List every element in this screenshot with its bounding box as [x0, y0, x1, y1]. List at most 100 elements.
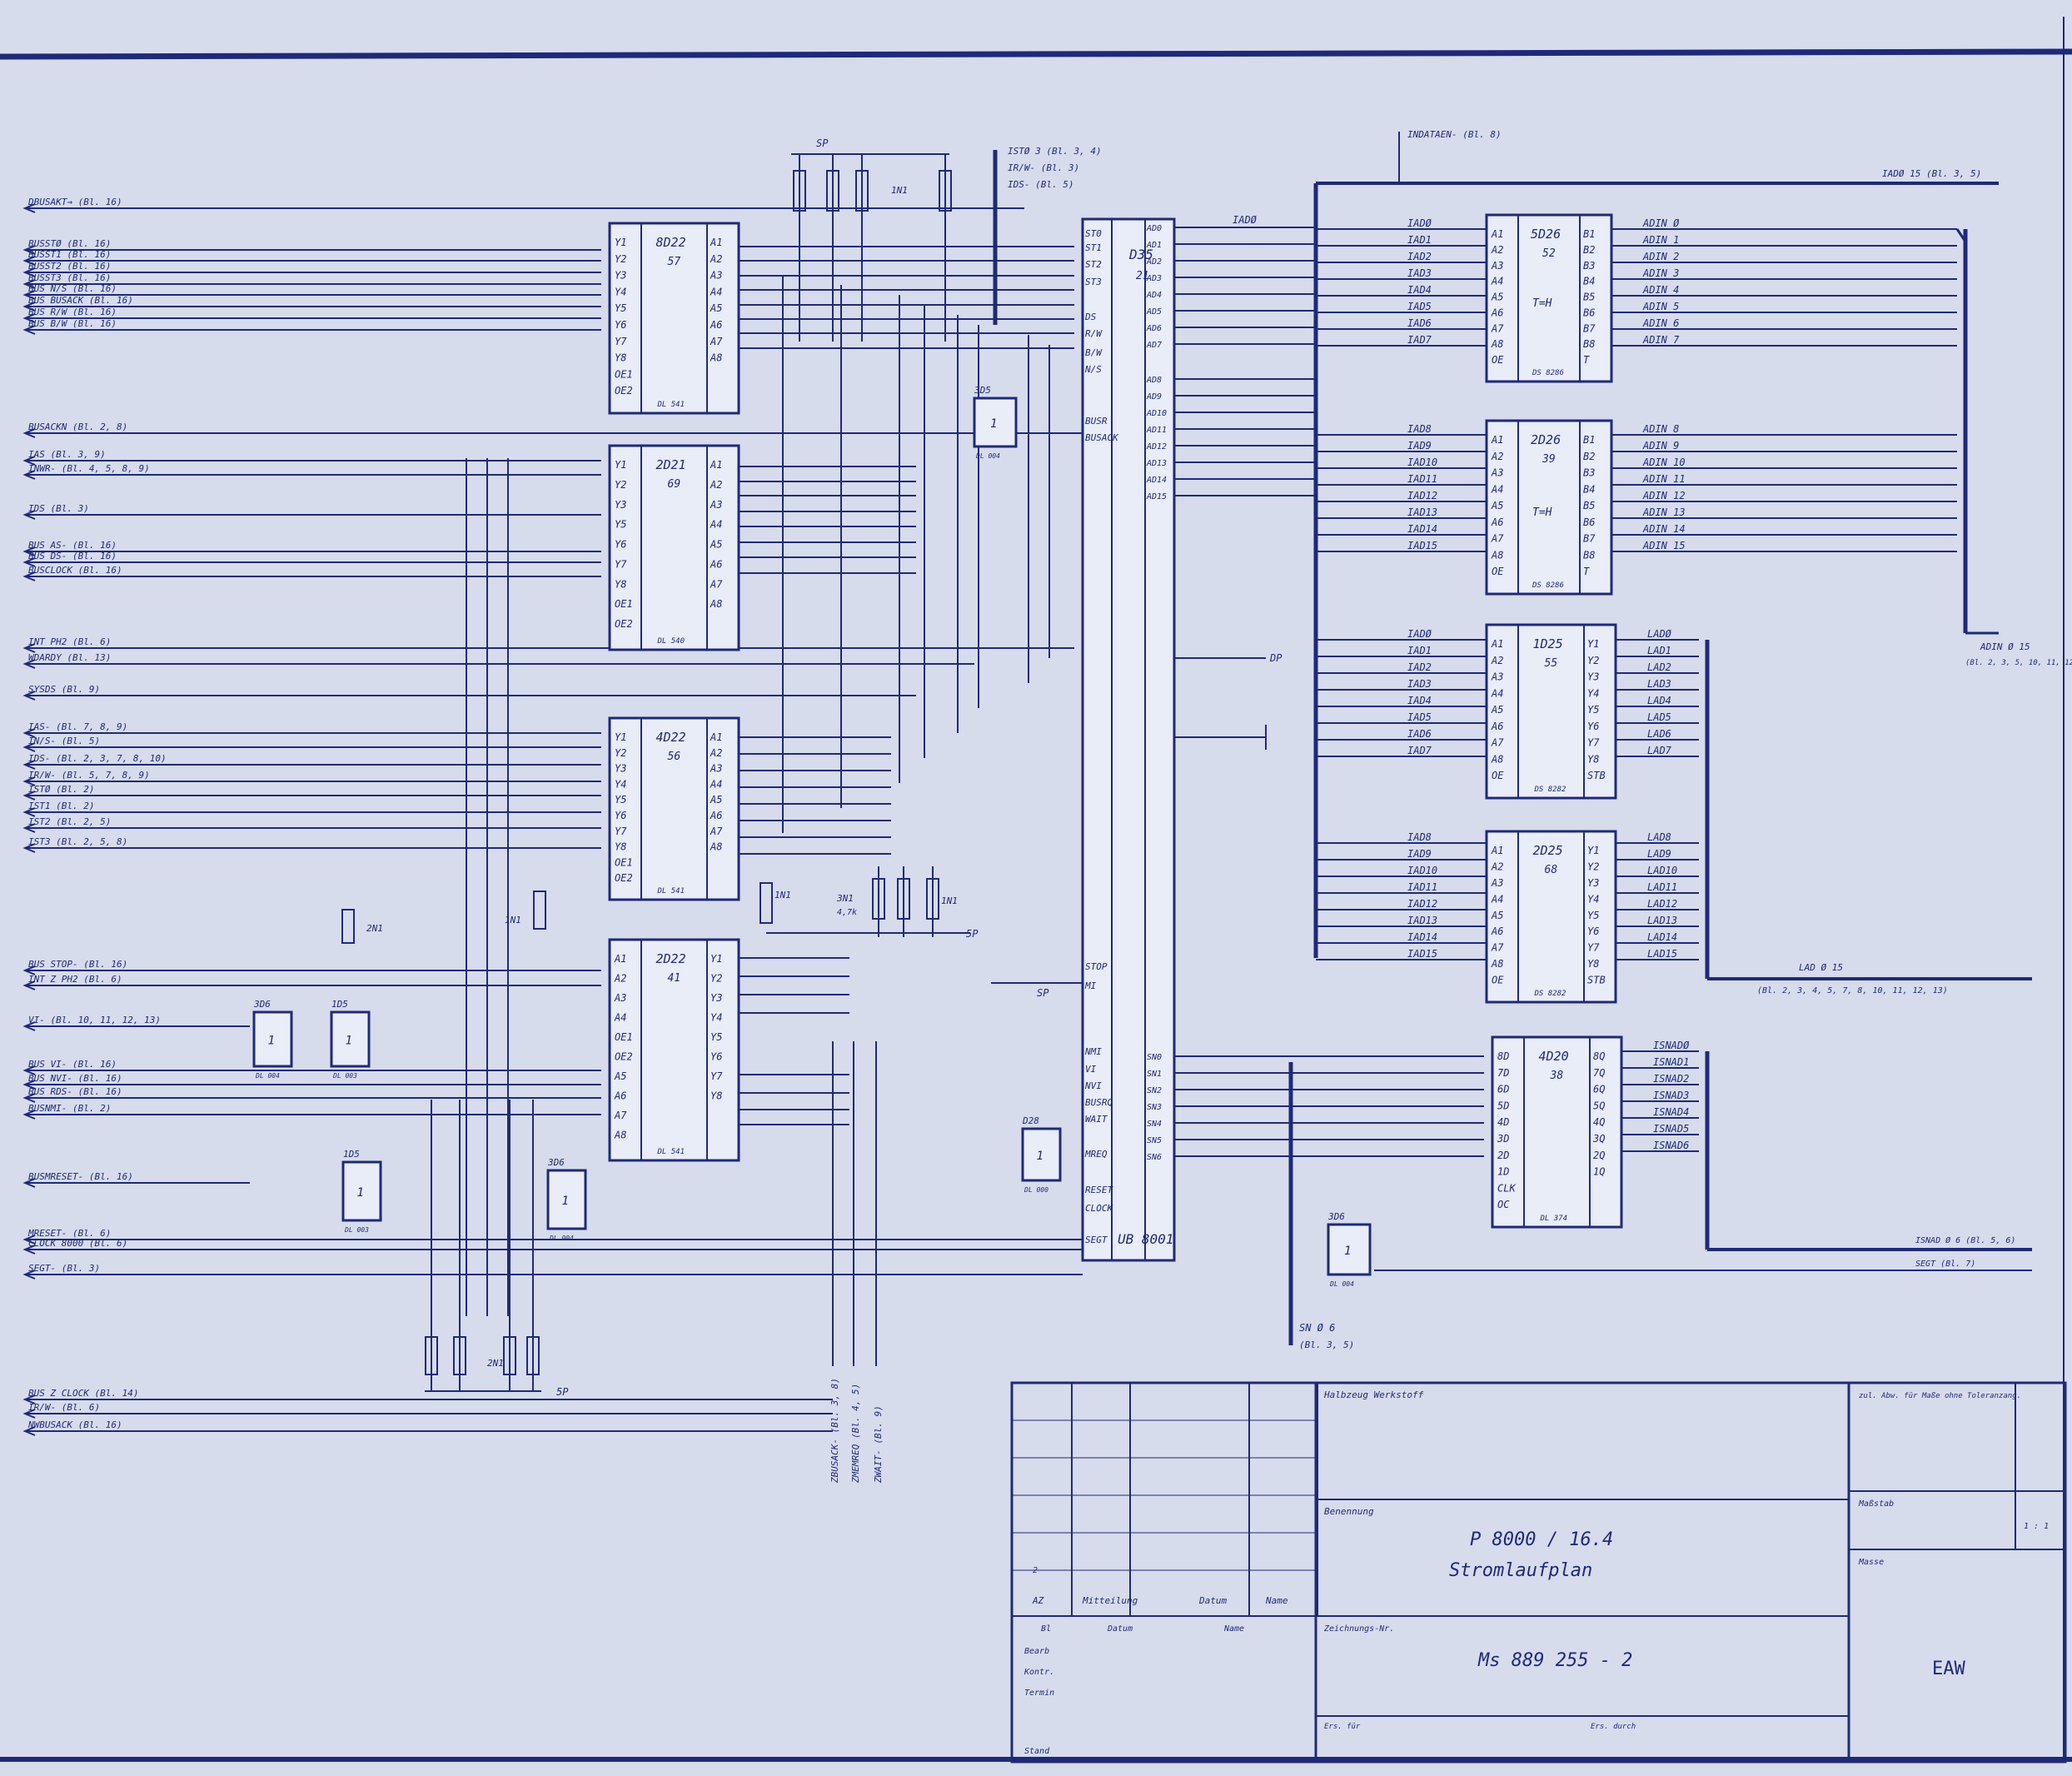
right-signal-label: ISNAD1 [1653, 1056, 1689, 1068]
left-signal-label: BUS BUSACK (Bl. 16) [28, 295, 133, 306]
sp-label: SP [816, 137, 829, 149]
ic-pin-label: A8 [710, 841, 722, 853]
ic-pin-label: Y2 [1587, 655, 1599, 666]
ic-pin-label: A2 [710, 253, 722, 265]
ic-pin-label: STB [1587, 770, 1606, 781]
gate-type: DL 003 [344, 1226, 369, 1234]
left-signal-label: IDS (Bl. 3) [28, 503, 89, 514]
right-signal-label: ISNAD2 [1653, 1073, 1689, 1085]
ic-pin-label: A4 [710, 286, 722, 297]
right-signal-label: ISNAD4 [1653, 1106, 1689, 1118]
iad-label: IADØ [1407, 217, 1432, 229]
ic-pin-label: A2 [1491, 244, 1503, 256]
cpu-pin-label: AD5 [1146, 307, 1162, 317]
cpu-ub8001 [1081, 217, 1176, 1262]
ic-pin-label: Y4 [1587, 893, 1599, 905]
cpu-pin-label: MREQ [1084, 1149, 1108, 1160]
ic-pin-label: Y7 [615, 336, 627, 347]
ic-pin-label: OE [1492, 975, 1504, 986]
signal-arrow-icon [22, 571, 36, 581]
signal-arrow-icon [22, 245, 36, 255]
cpu-pin-label: DS [1084, 312, 1097, 322]
ic-pin-label: Y6 [615, 539, 626, 551]
logic-gate [330, 1010, 371, 1068]
left-signal-label: BUS R/W (Bl. 16) [28, 307, 117, 317]
logic-gate [973, 397, 1018, 448]
ic-type: DL 374 [1540, 1215, 1568, 1223]
cpu-pin-label: AD13 [1146, 459, 1167, 468]
ic-pin-label: Y5 [615, 794, 626, 806]
signal-arrow-icon [22, 456, 36, 466]
right-signal-label: ISNAD5 [1653, 1123, 1689, 1135]
bus-label: LAD Ø 15 [1799, 962, 1843, 973]
left-signal-label: BUS NVI- (Bl. 16) [28, 1073, 122, 1084]
left-signal-label: MRESET- (Bl. 6) [27, 1228, 111, 1239]
cpu-pin-label: AD11 [1146, 426, 1167, 435]
iad-label: IAD13 [1407, 915, 1437, 926]
cpu-pin-label: N/S [1084, 364, 1102, 375]
left-signal-label: WDARDY (Bl. 13) [28, 652, 111, 663]
iad-label: IAD9 [1407, 848, 1432, 860]
iad-label: IAD4 [1407, 284, 1432, 296]
left-signal-label: IDS- (Bl. 2, 3, 7, 8, 10) [28, 753, 167, 764]
right-signal-label: ADIN 12 [1642, 490, 1686, 501]
gate-type: DL 004 [975, 452, 1000, 460]
right-signal-label: LAD14 [1647, 931, 1677, 943]
ic-5d26 [1485, 213, 1613, 383]
tb-label: Ers. für [1324, 1723, 1361, 1731]
resistor-label: 2N1 [487, 1358, 504, 1369]
signal-arrow-icon [22, 203, 36, 213]
tb-label: Maßstab [1858, 1499, 1894, 1509]
left-signal-label: INT Z PH2 (Bl. 6) [28, 974, 122, 985]
ic-pin-label: A5 [710, 539, 722, 551]
right-signal-label: ADIN 7 [1642, 334, 1680, 346]
ic-body [1485, 623, 1617, 800]
gate-symbol: 1 [562, 1195, 569, 1208]
ic-pin-label: OE2 [615, 385, 633, 397]
cpu-pin-label: VI [1085, 1064, 1097, 1075]
iad-label: IAD14 [1407, 523, 1437, 535]
cpu-pin-label: RESET [1085, 1185, 1113, 1195]
signal-arrow-icon [22, 1093, 36, 1103]
ic-type: DS 8286 [1532, 369, 1564, 377]
ic-pin-label: OE1 [615, 856, 633, 868]
signal-arrow-icon [22, 557, 36, 567]
ic-pin-label: Y6 [615, 810, 626, 821]
ic-id: 2D21 [656, 457, 686, 472]
ic-pin-label: Y3 [710, 992, 722, 1004]
cpu-pin-label: AD3 [1146, 274, 1162, 283]
ic-1d25 [1485, 623, 1617, 800]
ic-pin-label: Y8 [615, 578, 626, 590]
signal-arrow-icon [22, 290, 36, 300]
ic-pin-label: OE [1492, 770, 1504, 781]
ic-pin-label: A6 [710, 810, 722, 821]
ic-id: 1D25 [1533, 636, 1563, 651]
ic-pin-label: Y3 [615, 763, 626, 775]
ic-pin-label: B4 [1583, 276, 1595, 287]
top-signal-label: INDATAEN- (Bl. 8) [1407, 129, 1502, 140]
ic-pin-label: A3 [710, 270, 722, 282]
gate-type: DL 004 [549, 1235, 574, 1242]
ic-pin-label: A5 [1491, 292, 1503, 303]
cpu-pin-label: B/W [1085, 347, 1103, 358]
ic-pin-label: B6 [1583, 516, 1595, 528]
iad-label: IAD7 [1407, 745, 1432, 756]
ic-pin-label: OE [1492, 566, 1504, 577]
ic-pin-label: Y8 [615, 352, 626, 364]
ic-pin-label: Y1 [1587, 845, 1599, 856]
tb-label: Kontr. [1024, 1668, 1054, 1677]
ic-pin-label: A8 [710, 598, 722, 610]
ic-pin-label: B7 [1583, 533, 1596, 545]
right-signal-label: ADIN 2 [1642, 251, 1679, 262]
signal-arrow-icon [22, 742, 36, 752]
gate-id: D28 [1022, 1115, 1039, 1126]
ic-pin-label: B2 [1583, 244, 1595, 256]
left-signal-label: VI- (Bl. 10, 11, 12, 13) [28, 1015, 161, 1025]
signal-arrow-icon [22, 1080, 36, 1090]
signal-arrow-icon [22, 428, 36, 438]
ic-pin-label: A3 [1491, 467, 1503, 479]
gate-type: DL 004 [1329, 1280, 1354, 1288]
pullup-resistor [897, 878, 910, 920]
cpu-pin-label: AD14 [1146, 476, 1167, 485]
